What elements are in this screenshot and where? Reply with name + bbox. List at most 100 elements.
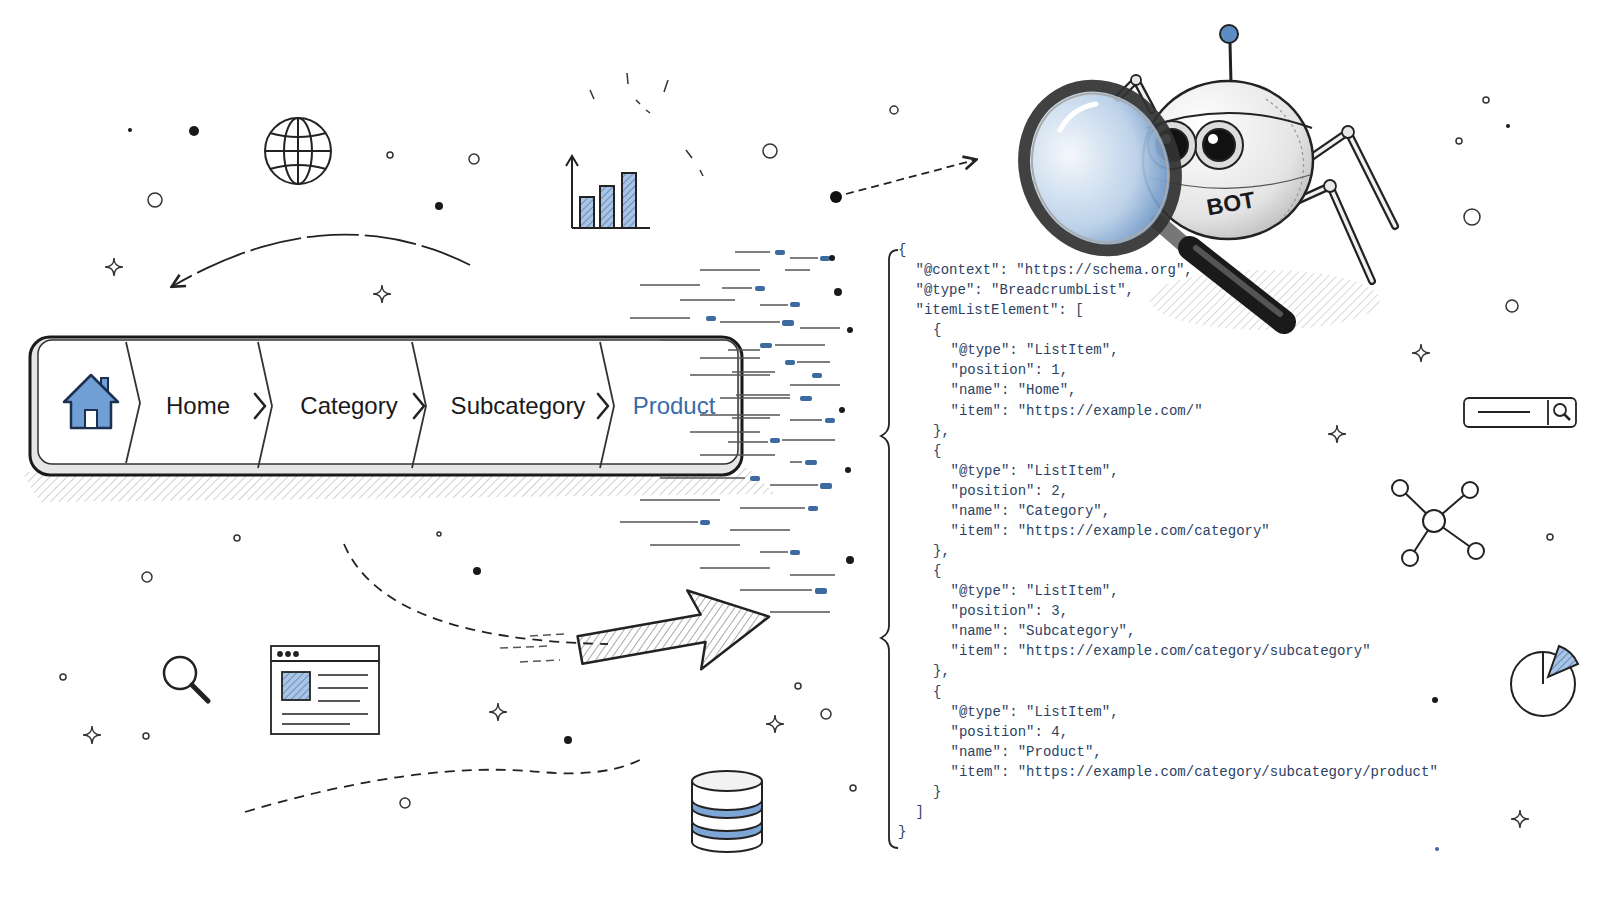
scatter-dots <box>437 532 441 536</box>
code-line: "item": "https://example.com/category" <box>951 521 1270 541</box>
data-stream <box>750 476 760 481</box>
scatter-dots <box>60 674 66 680</box>
search-bar-icon <box>1564 414 1570 420</box>
bar-chart-icon <box>566 156 650 228</box>
data-stream <box>700 520 710 525</box>
scatter-dots <box>1547 534 1553 540</box>
filled-dots <box>189 126 199 136</box>
data-stream <box>845 467 851 473</box>
code-line: { <box>933 441 941 461</box>
scatter-dots <box>387 152 393 158</box>
magnifying-glass <box>1060 104 1096 130</box>
database-icon <box>692 821 762 839</box>
network-icon <box>1462 482 1478 498</box>
big-arrow <box>500 577 776 689</box>
code-line: "position": 2, <box>951 481 1069 501</box>
scatter-dots <box>795 683 801 689</box>
magnifying-glass <box>1190 248 1284 322</box>
data-stream <box>829 255 835 261</box>
sparkle <box>489 703 507 721</box>
segment-outline <box>412 342 426 468</box>
robot-head-band <box>1146 113 1312 188</box>
network-icon <box>1392 480 1408 496</box>
data-stream <box>620 252 840 612</box>
breadcrumb-label: Home <box>166 393 230 419</box>
filled-dots <box>1432 697 1438 703</box>
network-icon <box>1468 543 1484 559</box>
data-stream <box>820 483 832 489</box>
scatter-dots <box>1464 209 1480 225</box>
breadcrumb-bar <box>30 337 742 475</box>
sparkle <box>766 715 784 733</box>
code-brace <box>881 250 898 848</box>
separator-chevron <box>414 394 424 418</box>
data-stream <box>834 288 842 296</box>
scatter-dots <box>850 785 856 791</box>
robot-shadow <box>1150 270 1380 330</box>
magnifying-glass <box>997 61 1202 276</box>
data-stream <box>706 316 716 321</box>
globe-icon <box>265 118 331 184</box>
filled-dots <box>435 202 443 210</box>
scatter-dots <box>400 798 410 808</box>
code-line: "position": 3, <box>951 601 1069 621</box>
search-bar-icon <box>1464 398 1576 427</box>
tick-dashes <box>590 73 703 176</box>
code-line: "name": "Category", <box>951 501 1111 521</box>
globe-icon <box>270 165 326 169</box>
code-line: "item": "https://example.com/" <box>951 401 1203 421</box>
bar-chart-icon <box>580 197 594 228</box>
code-line: "name": "Product", <box>951 742 1102 762</box>
robot-body-shading <box>1266 99 1304 221</box>
robot-eye <box>1195 121 1243 169</box>
code-line: "position": 4, <box>951 722 1069 742</box>
code-line: { <box>933 320 941 340</box>
separator-chevron <box>598 394 608 418</box>
robot-legs <box>1324 180 1336 192</box>
globe-icon <box>265 118 331 184</box>
code-line: "@context": "https://schema.org", <box>916 260 1193 280</box>
browser-window-icon <box>278 652 282 656</box>
robot-eye <box>1208 134 1218 144</box>
robot-antenna <box>1220 25 1238 84</box>
scatter-dots <box>234 535 240 541</box>
robot-head-band <box>1146 113 1312 128</box>
search-bar-icon <box>1478 411 1530 413</box>
data-stream <box>820 256 830 261</box>
code-line: { <box>933 682 941 702</box>
scatter-dots <box>1506 300 1518 312</box>
breadcrumb-label: Product <box>633 393 716 419</box>
code-line: { <box>933 561 941 581</box>
code-line: }, <box>933 421 950 441</box>
scatter-dots <box>142 572 152 582</box>
search-icon <box>164 657 208 701</box>
bar-chart-icon <box>622 173 636 228</box>
breadcrumb-segment: Home <box>136 345 270 467</box>
database-icon <box>692 800 762 818</box>
filled-dots <box>1435 847 1439 851</box>
browser-window-icon <box>294 652 298 656</box>
scatter-dots <box>763 144 777 158</box>
robot-shadow <box>1150 270 1380 330</box>
magnifying-glass <box>1008 71 1192 265</box>
data-stream <box>812 373 822 378</box>
big-arrow <box>500 634 565 662</box>
robot-legs <box>1118 80 1395 281</box>
network-icon <box>1402 550 1418 566</box>
bar-chart-icon <box>600 186 614 228</box>
flow-curve <box>173 235 470 286</box>
magnifying-glass <box>997 61 1284 322</box>
sparkle <box>83 726 101 744</box>
breadcrumb-bar <box>38 340 738 464</box>
network-icon <box>1400 488 1476 558</box>
robot-eye <box>1203 129 1235 161</box>
robot-legs <box>1118 75 1395 281</box>
search-bar-icon <box>1547 400 1549 425</box>
data-stream <box>700 250 835 594</box>
globe-icon <box>270 133 326 137</box>
magnifying-glass <box>1158 222 1195 254</box>
code-line: "item": "https://example.com/category/su… <box>951 641 1371 661</box>
